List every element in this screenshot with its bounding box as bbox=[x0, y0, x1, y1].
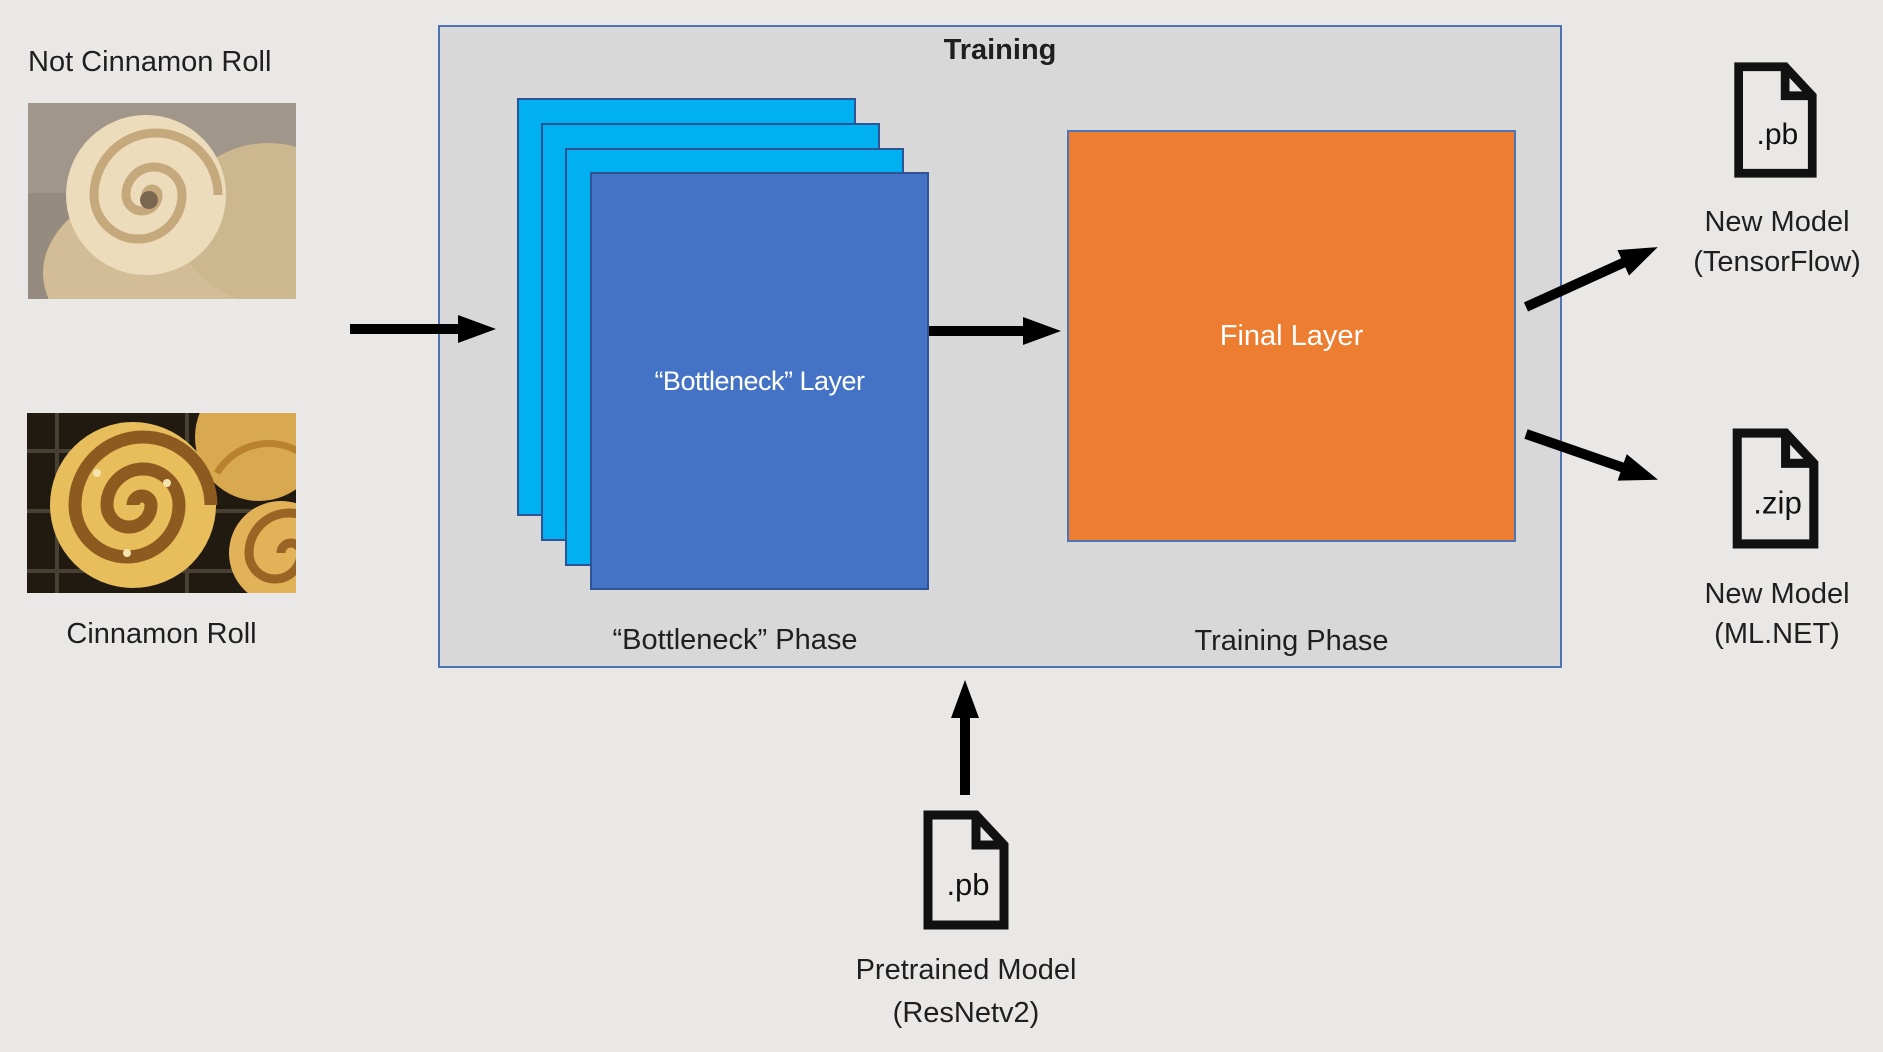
new-model-mlnet-label: New Model (ML.NET) bbox=[1640, 574, 1883, 654]
pb-file-icon: .pb bbox=[1734, 62, 1817, 178]
new-model-tensorflow-line2: (TensorFlow) bbox=[1693, 246, 1861, 278]
pretrained-model-line2: (ResNetv2) bbox=[892, 997, 1040, 1029]
training-phase-label: Training Phase bbox=[1194, 625, 1389, 657]
training-title: Training bbox=[943, 34, 1057, 66]
final-layer-box: Final Layer bbox=[1067, 130, 1516, 542]
bottleneck-layer-box: “Bottleneck” Layer bbox=[590, 172, 929, 590]
bottleneck-layer-label: “Bottleneck” Layer bbox=[654, 365, 865, 396]
pretrained-model-label: Pretrained Model (ResNetv2) bbox=[791, 949, 1141, 1035]
cinnamon-roll-label: Cinnamon Roll bbox=[66, 618, 257, 650]
new-model-mlnet-line2: (ML.NET) bbox=[1714, 618, 1840, 650]
zip-ext-text: .zip bbox=[1753, 486, 1802, 521]
pretrained-ext-text: .pb bbox=[946, 867, 989, 902]
cinnamon-roll-photo bbox=[27, 413, 296, 593]
final-layer-label: Final Layer bbox=[1219, 319, 1364, 352]
pretrained-pb-file-icon: .pb bbox=[923, 810, 1009, 930]
new-model-tensorflow-label: New Model (TensorFlow) bbox=[1640, 202, 1883, 282]
dog-tail-photo bbox=[28, 103, 296, 299]
bottleneck-phase-label: “Bottleneck” Phase bbox=[612, 624, 858, 656]
new-model-mlnet-line1: New Model bbox=[1704, 578, 1850, 610]
zip-file-icon: .zip bbox=[1732, 428, 1819, 549]
not-cinnamon-roll-label: Not Cinnamon Roll bbox=[28, 46, 272, 78]
new-model-tensorflow-line1: New Model bbox=[1704, 206, 1850, 238]
pb-ext-text: .pb bbox=[1757, 118, 1799, 151]
pretrained-model-line1: Pretrained Model bbox=[855, 954, 1077, 986]
